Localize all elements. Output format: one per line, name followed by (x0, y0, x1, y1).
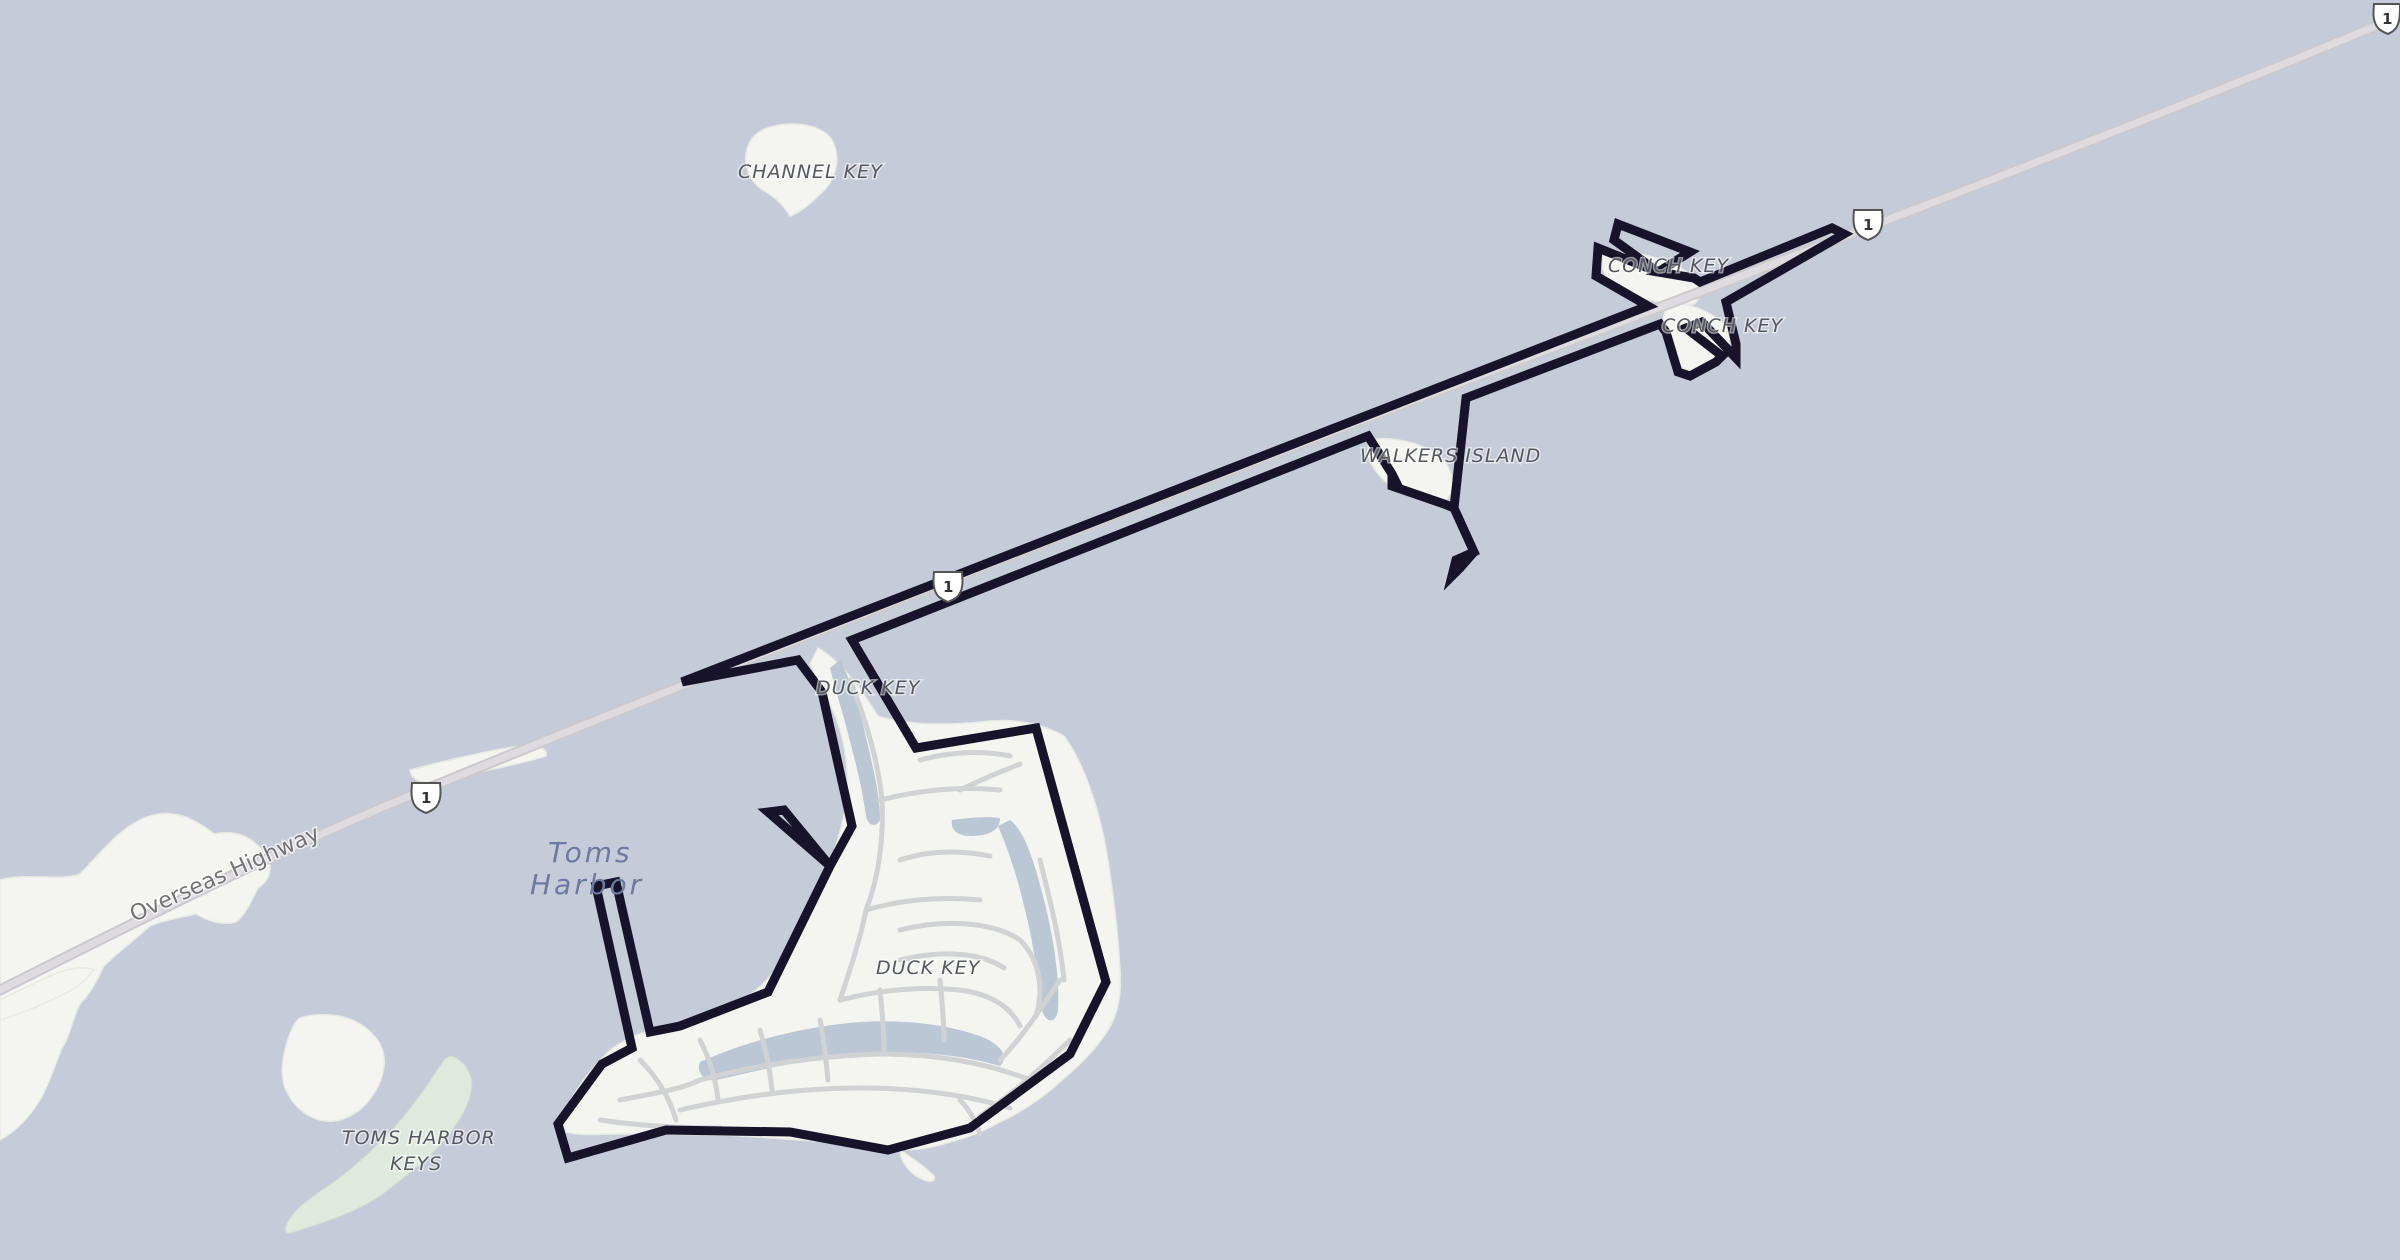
west-key-shore (0, 967, 96, 1021)
svg-text:1: 1 (943, 578, 953, 596)
channel-key-island (745, 123, 838, 217)
area-boundary-polygon (553, 217, 1854, 1164)
svg-text:1: 1 (2382, 10, 2392, 28)
label-conch-key-1: CONCH KEY (1608, 255, 1729, 277)
toms-harbor-keys-island (281, 1013, 385, 1122)
label-conch-key-2: CONCH KEY (1662, 315, 1783, 337)
svg-text:1: 1 (1863, 216, 1873, 234)
label-walkers-island: WALKERS ISLAND (1360, 445, 1541, 467)
us-route-shield-icon: 1 (1852, 209, 1884, 242)
label-toms-harbor-keys-2: KEYS (390, 1153, 442, 1175)
duck-key-streets (597, 677, 1073, 1137)
duck-key-south-tip (899, 1148, 935, 1182)
us-route-shield-icon: 1 (2372, 3, 2400, 36)
label-channel-key: CHANNEL KEY (738, 161, 883, 183)
label-duck-key-north: DUCK KEY (816, 677, 921, 699)
toms-harbor-keys-park (285, 1055, 473, 1234)
label-toms-harbor-2: Harbor (530, 868, 644, 901)
label-toms-harbor-1: Toms (548, 836, 633, 869)
duck-key-canal-east (998, 820, 1059, 1021)
label-toms-harbor-keys-1: TOMS HARBOR (342, 1127, 496, 1149)
us-route-shield-icon: 1 (410, 782, 442, 815)
duck-key-canal-west (830, 660, 880, 825)
svg-text:1: 1 (421, 789, 431, 807)
label-duck-key-main: DUCK KEY (876, 957, 981, 979)
duck-key-canal-north (951, 817, 1000, 836)
us-route-shield-icon: 1 (932, 571, 964, 604)
